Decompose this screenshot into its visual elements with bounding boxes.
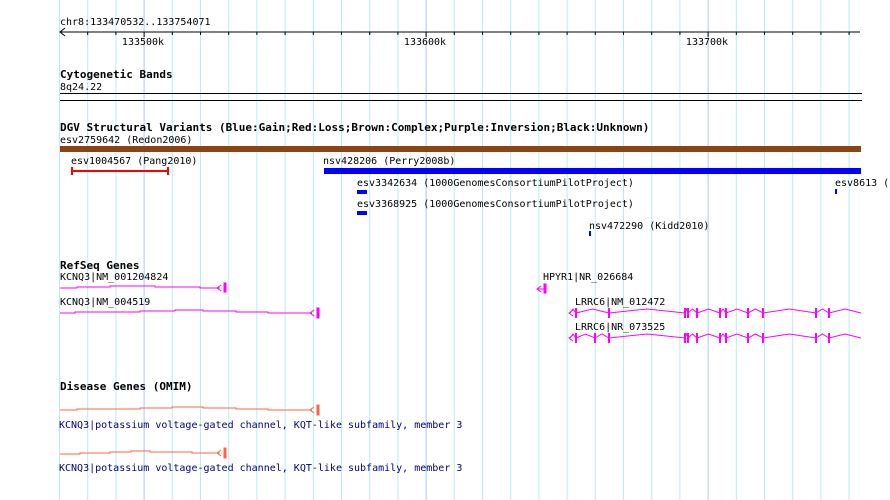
omim-track: Disease Genes (OMIM) KCNQ3|potassium vol… (59, 380, 462, 474)
exon (719, 308, 721, 318)
variant-bar-gain[interactable] (357, 211, 367, 215)
disease-gene-label[interactable]: KCNQ3|potassium voltage-gated channel, K… (59, 463, 462, 474)
variant-bar-complex[interactable] (60, 146, 861, 152)
gene-label: LRRC6|NR_073525 (575, 322, 665, 333)
exon (575, 308, 577, 318)
exon (815, 308, 817, 318)
exon (828, 308, 830, 318)
gene-label: LRRC6|NM_012472 (575, 297, 665, 308)
band-label: 8q24.22 (60, 82, 102, 93)
refseq-track: RefSeq Genes KCNQ3|NM_001204824 KCNQ3|NM… (60, 259, 862, 343)
ruler[interactable]: chr8:133470532..133754071 133500k 133600… (59, 17, 860, 48)
variant-bar-gain[interactable] (589, 231, 591, 236)
tick-label: 133500k (122, 37, 164, 48)
exon (828, 333, 830, 343)
exon (696, 333, 698, 343)
exon (684, 308, 686, 318)
exon (594, 333, 596, 343)
exon (684, 333, 686, 343)
variant-label: esv3342634 (1000GenomesConsortiumPilotPr… (357, 178, 634, 189)
gene-label: KCNQ3|NM_001204824 (60, 272, 168, 283)
variant-bar-gain[interactable] (324, 168, 861, 174)
variant-label: esv8613 (n (835, 178, 890, 189)
exon (608, 308, 610, 318)
track-title: RefSeq Genes (60, 259, 139, 272)
disease-gene-model[interactable] (60, 447, 227, 459)
variant-label: esv1004567 (Pang2010) (71, 156, 197, 167)
exon (725, 333, 727, 343)
gene-label: HPYR1|NR_026684 (543, 272, 633, 283)
gene-model[interactable] (60, 282, 227, 293)
variant-label: nsv428206 (Perry2008b) (323, 156, 455, 167)
variant-label: esv2759642 (Redon2006) (60, 135, 192, 146)
variant-label: nsv472290 (Kidd2010) (589, 221, 709, 232)
exon (696, 308, 698, 318)
variant-bar-gain[interactable] (357, 190, 367, 194)
exon (747, 308, 749, 318)
disease-gene-label[interactable]: KCNQ3|potassium voltage-gated channel, K… (59, 420, 462, 431)
cytoband-track: Cytogenetic Bands 8q24.22 (60, 68, 862, 101)
region-label: chr8:133470532..133754071 (60, 17, 211, 28)
tick-label: 133600k (404, 37, 446, 48)
variant-label: esv3368925 (1000GenomesConsortiumPilotPr… (357, 199, 634, 210)
exon (687, 333, 689, 343)
exon (608, 333, 610, 343)
exon (687, 308, 689, 318)
gene-model[interactable] (568, 332, 862, 343)
tick-label: 133700k (686, 37, 728, 48)
exon (815, 333, 817, 343)
gene-model[interactable] (536, 283, 547, 294)
track-title: Cytogenetic Bands (60, 68, 173, 81)
gene-model[interactable] (60, 307, 320, 319)
ruler-ticks (87, 32, 850, 37)
gene-label: KCNQ3|NM_004519 (60, 297, 150, 308)
exon (762, 308, 764, 318)
track-title: DGV Structural Variants (Blue:Gain;Red:L… (60, 121, 649, 134)
variant-bar-gain[interactable] (835, 189, 837, 194)
variant-bar-loss[interactable] (71, 167, 169, 175)
exon (725, 308, 727, 318)
grid-lines (59, 0, 850, 500)
dgv-track: DGV Structural Variants (Blue:Gain;Red:L… (60, 121, 890, 236)
exon (719, 333, 721, 343)
exon (575, 333, 577, 343)
gene-model[interactable] (568, 307, 862, 318)
exon (747, 333, 749, 343)
track-title: Disease Genes (OMIM) (60, 380, 192, 393)
exon (762, 333, 764, 343)
left-arrow-icon[interactable] (59, 27, 66, 37)
disease-gene-model[interactable] (60, 404, 320, 416)
